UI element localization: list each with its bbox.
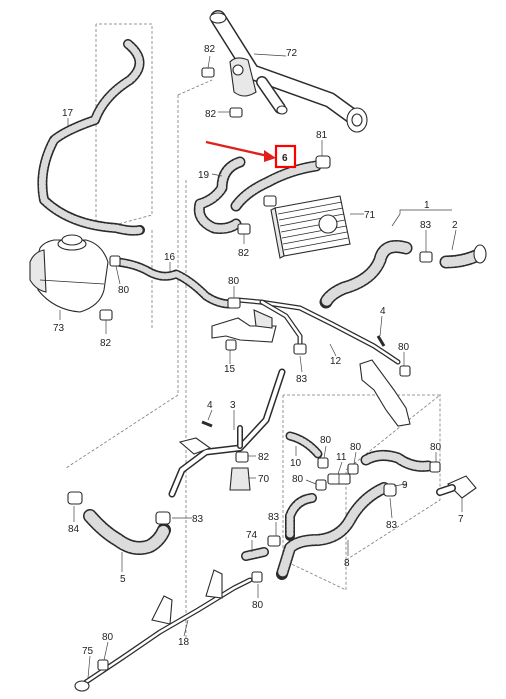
hose-74 [241,547,269,561]
coolant-pipe-12 [211,297,411,427]
callout-82: 82 [258,452,270,463]
callout-2: 2 [452,220,458,231]
callout-8: 8 [344,558,350,569]
callout-80: 80 [102,632,114,643]
callout-83: 83 [296,374,308,385]
hose-2 [439,244,487,269]
callout-82: 82 [204,44,216,55]
guide-lines [65,23,442,640]
callout-84: 84 [68,524,80,535]
coolant-pipe-3 [168,368,286,498]
callout-83: 83 [420,220,432,231]
callout-80: 80 [118,285,130,296]
callout-12: 12 [330,356,342,367]
callout-19: 19 [198,170,210,181]
callout-82: 82 [205,109,217,120]
callout-16: 16 [164,252,176,263]
callout-83: 83 [268,512,280,523]
callout-82: 82 [100,338,112,349]
hose-1 [319,240,413,309]
callout-17: 17 [62,108,74,119]
hose-5 [83,509,171,555]
hose-8 [276,482,390,580]
leader-lines [59,53,463,679]
callout-80: 80 [398,342,410,353]
callout-10: 10 [290,458,302,469]
highlight-frame-6[interactable] [274,144,297,169]
hose-16 [113,257,235,309]
plug-70 [229,467,251,491]
callout-80: 80 [228,276,240,287]
callout-15: 15 [224,364,236,375]
callout-3: 3 [230,400,236,411]
callout-80: 80 [252,600,264,611]
callout-labels: 72 82 82 81 6 19 71 82 17 16 80 80 73 82… [53,44,464,657]
callout-1: 1 [424,200,430,211]
callout-5: 5 [120,574,126,585]
hose-10 [285,431,323,459]
connector-11 [327,473,351,485]
callout-7: 7 [458,514,464,525]
callout-80: 80 [430,442,442,453]
hose-clamps [67,67,441,671]
callout-73: 73 [53,323,65,334]
callout-82: 82 [238,248,250,259]
callout-9: 9 [402,480,408,491]
callout-11: 11 [336,452,347,463]
hose-17 [37,39,145,236]
callout-4: 4 [207,400,213,411]
callout-80: 80 [350,442,362,453]
callout-18: 18 [178,637,190,648]
callout-72: 72 [286,48,298,59]
callout-83: 83 [192,514,204,525]
hose-9 [360,449,434,472]
coolant-flange-72 [209,10,368,133]
hose-6 [230,160,322,212]
callout-80: 80 [292,474,304,485]
callout-4: 4 [380,306,386,317]
callout-81: 81 [316,130,328,141]
hose-19 [193,156,246,234]
callout-83: 83 [386,520,398,531]
coolant-pipe-18 [74,569,253,692]
connector-7 [436,475,477,499]
highlight-arrow [205,140,276,162]
expansion-tank-73 [29,234,109,313]
callout-74: 74 [246,530,258,541]
callout-80: 80 [320,435,332,446]
callout-6: 6 [282,153,288,164]
callout-70: 70 [258,474,270,485]
callout-75: 75 [82,646,94,657]
callout-71: 71 [364,210,376,221]
bolts [201,335,386,428]
oil-cooler-71 [270,195,351,259]
